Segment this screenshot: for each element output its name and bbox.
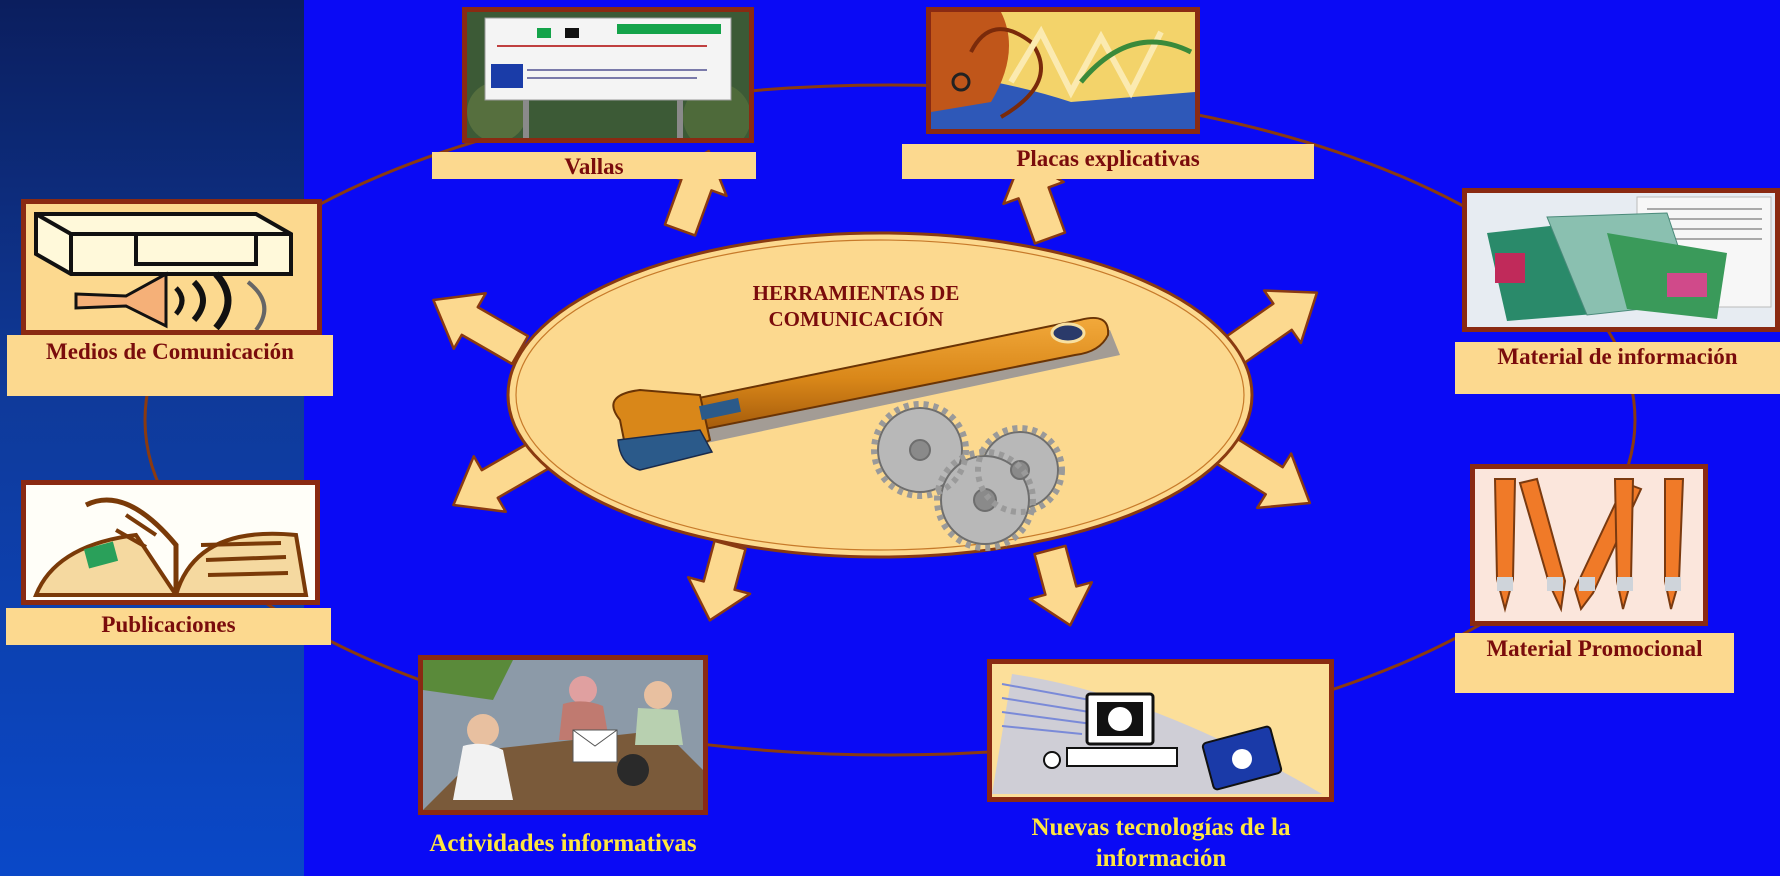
label-medios-text: Medios de Comunicación bbox=[46, 339, 294, 364]
label-vallas-text: Vallas bbox=[564, 154, 624, 179]
label-publicaciones: Publicaciones bbox=[6, 608, 331, 645]
label-nuevas-tecnologias: Nuevas tecnologías de la información bbox=[990, 812, 1332, 875]
center-title: HERRAMIENTAS DE COMUNICACIÓN bbox=[700, 280, 1012, 333]
publicaciones-image bbox=[21, 480, 320, 605]
material-informacion-image bbox=[1462, 188, 1780, 332]
nuevas-tecnologias-image bbox=[987, 659, 1334, 802]
gears-icon bbox=[871, 401, 1065, 551]
arrow-to-publicaciones bbox=[452, 439, 550, 513]
arrow-to-material-informacion bbox=[1224, 289, 1319, 365]
arrow-to-medios bbox=[432, 292, 530, 366]
label-nuevas-tecnologias-line1: Nuevas tecnologías de la bbox=[1031, 814, 1291, 841]
label-actividades-text: Actividades informativas bbox=[429, 830, 697, 857]
label-vallas: Vallas bbox=[432, 152, 756, 179]
placas-image bbox=[926, 7, 1200, 134]
outer-ring bbox=[143, 83, 1637, 757]
label-material-informacion-text: Material de información bbox=[1497, 344, 1738, 369]
label-material-informacion: Material de información bbox=[1455, 342, 1780, 394]
center-title-line2: COMUNICACIÓN bbox=[768, 307, 944, 332]
wrench-icon bbox=[612, 316, 1120, 471]
label-placas: Placas explicativas bbox=[902, 144, 1314, 179]
material-promocional-image bbox=[1470, 464, 1708, 626]
arrow-to-actividades bbox=[686, 539, 752, 622]
arrow-to-nuevas-tecnologias bbox=[1028, 544, 1094, 627]
label-nuevas-tecnologias-line2: información bbox=[1095, 845, 1227, 873]
vallas-image bbox=[462, 7, 754, 143]
label-material-promocional: Material Promocional bbox=[1455, 633, 1734, 693]
medios-image bbox=[21, 199, 322, 335]
actividades-image bbox=[418, 655, 708, 815]
left-gradient-panel bbox=[0, 0, 304, 876]
label-publicaciones-text: Publicaciones bbox=[101, 612, 236, 637]
label-material-promocional-text: Material Promocional bbox=[1486, 636, 1703, 661]
label-medios: Medios de Comunicación bbox=[7, 335, 333, 396]
center-title-line1: HERRAMIENTAS DE bbox=[752, 281, 960, 305]
label-actividades: Actividades informativas bbox=[383, 828, 743, 859]
arrow-to-material-promocional bbox=[1215, 435, 1312, 510]
label-placas-text: Placas explicativas bbox=[1016, 146, 1200, 171]
